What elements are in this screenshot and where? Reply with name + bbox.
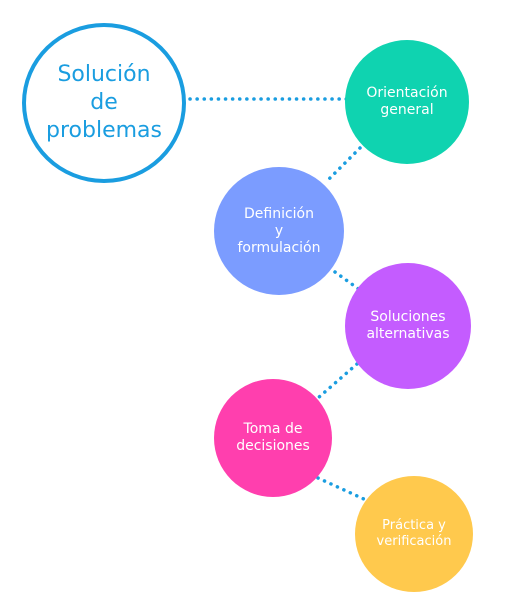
main-topic-label: Solución de problemas [46, 62, 162, 143]
connector-alternatives-to-decisions [316, 362, 359, 400]
connector-definition-to-alternatives [333, 270, 362, 292]
connector-orientation-to-definition [326, 146, 362, 182]
step-circle-practice: Práctica y verificación [355, 476, 473, 592]
step-circle-definition: Definición y formulación [214, 167, 344, 295]
step-circle-orientation: Orientación general [345, 40, 469, 164]
step-label-practice: Práctica y verificación [376, 518, 452, 549]
step-label-orientation: Orientación general [366, 85, 448, 118]
main-topic-circle: Solución de problemas [22, 23, 186, 183]
connector-decisions-to-practice [316, 476, 368, 502]
step-circle-decisions: Toma de decisiones [214, 379, 332, 497]
step-label-decisions: Toma de decisiones [236, 421, 310, 454]
step-circle-alternatives: Soluciones alternativas [345, 263, 471, 389]
step-label-definition: Definición y formulación [237, 205, 321, 256]
step-label-alternatives: Soluciones alternativas [366, 309, 450, 342]
